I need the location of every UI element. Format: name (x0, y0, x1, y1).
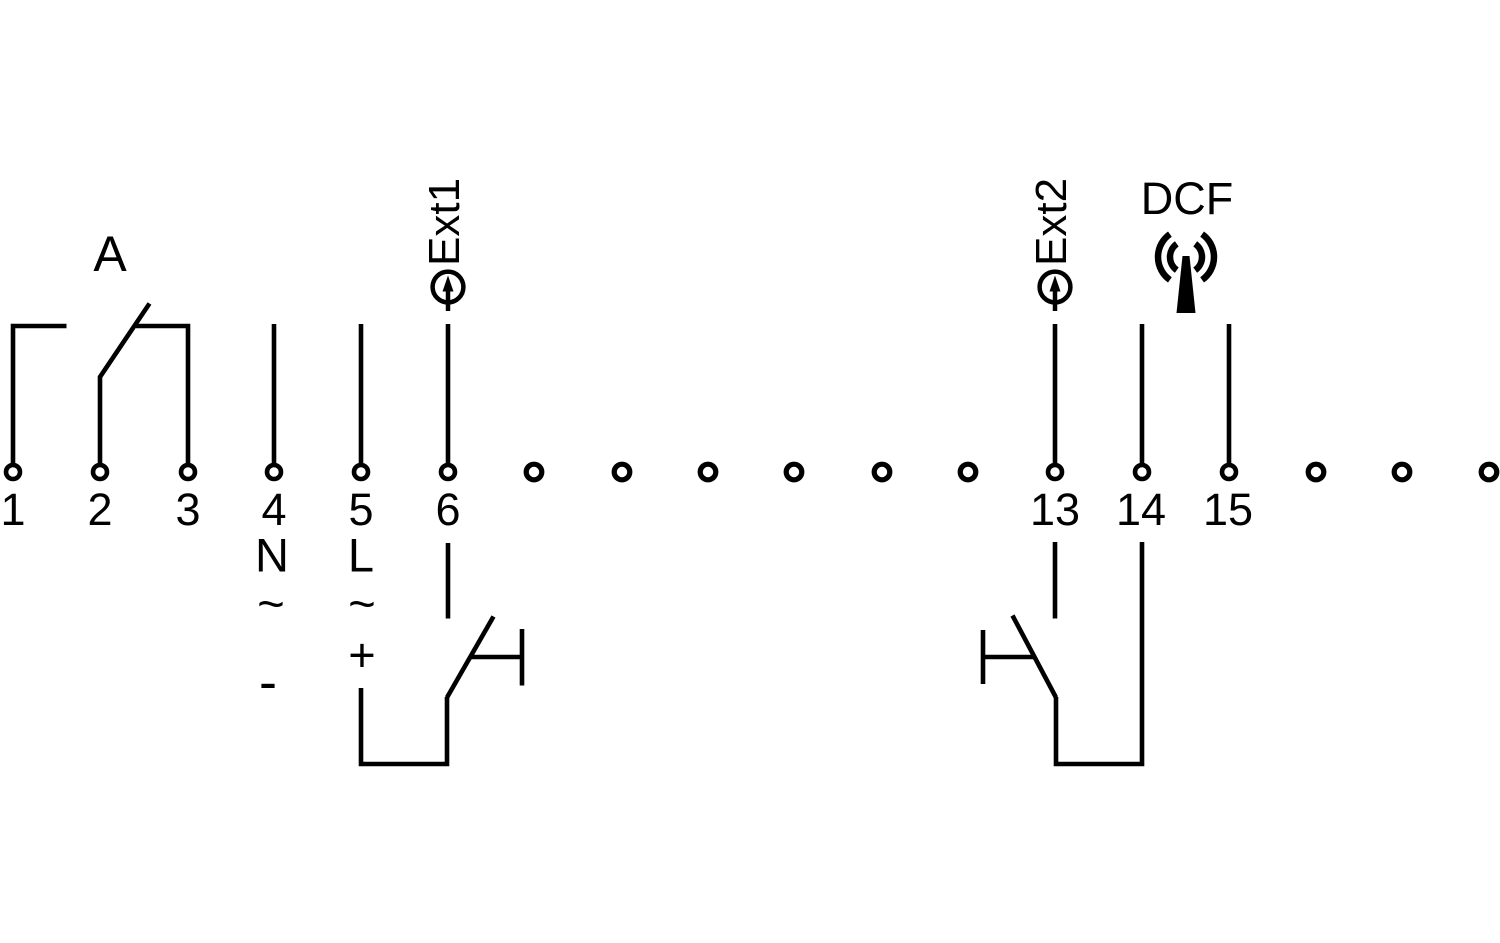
relay-a-label: A (93, 226, 127, 282)
terminal-17-circle (1391, 461, 1413, 483)
terminal-14-label: 14 (1116, 484, 1166, 535)
terminal-11-circle (871, 461, 893, 483)
ext1-label: Ext1 (420, 178, 469, 266)
terminal-6-circle (438, 462, 458, 482)
terminal-5-label: 5 (348, 484, 373, 535)
ext1-switch-arm (445, 615, 496, 699)
ext2-label: Ext2 (1027, 178, 1076, 266)
relay-contact-a (10, 302, 191, 464)
neutral-minus-symbol: - (259, 652, 277, 712)
ext2-return-wire (1053, 542, 1145, 767)
terminal-3-circle (178, 462, 198, 482)
neutral-label: N (255, 529, 289, 582)
terminal-circles (3, 461, 1500, 483)
terminal-2-label: 2 (87, 484, 112, 535)
wave-inner-right (1193, 241, 1206, 273)
terminal-8-circle (611, 461, 633, 483)
terminal-16-circle (1305, 461, 1327, 483)
terminal-4-circle (264, 462, 284, 482)
terminal-2-circle (90, 462, 110, 482)
terminal-1-wire (10, 323, 67, 464)
dcf-antenna-icon (1154, 231, 1218, 313)
terminal-15-label: 15 (1203, 484, 1253, 535)
terminal-5-circle (351, 462, 371, 482)
wave-outer-right (1200, 231, 1218, 283)
terminal-10-circle (783, 461, 805, 483)
live-plus-symbol: + (348, 628, 375, 681)
terminal-4-label: 4 (261, 484, 286, 535)
wires (10, 269, 1232, 767)
terminal-7-circle (523, 461, 545, 483)
antenna-mast (1176, 256, 1196, 313)
terminal-3-label: 3 (175, 484, 200, 535)
ext2-arrowhead (1049, 275, 1061, 292)
terminal-9-circle (697, 461, 719, 483)
terminal-12-circle (957, 461, 979, 483)
ext1-pushbutton-switch (358, 543, 525, 767)
labels: A 1 2 3 4 5 6 13 14 15 N L ~ ~ + - Ext1 … (0, 173, 1253, 712)
terminal-14-circle (1132, 462, 1152, 482)
arrowheads (442, 275, 1061, 292)
terminal-13-circle (1045, 462, 1065, 482)
ext1-arrowhead (442, 275, 454, 292)
ext2-pushbutton-switch (980, 542, 1145, 767)
terminal-1-circle (3, 462, 23, 482)
terminal-6-label: 6 (435, 484, 460, 535)
neutral-ac-symbol: ~ (257, 577, 284, 630)
wave-outer-left (1154, 231, 1172, 283)
live-label: L (348, 529, 374, 582)
antenna-waves (1154, 231, 1218, 283)
dcf-label: DCF (1141, 173, 1233, 224)
live-ac-symbol: ~ (348, 577, 375, 630)
terminal-18-circle (1478, 461, 1500, 483)
terminal-3-wire (136, 323, 191, 464)
wave-inner-left (1166, 241, 1179, 273)
terminal-1-label: 1 (0, 484, 25, 535)
ext1-return-wire (358, 688, 450, 767)
terminal-13-label: 13 (1030, 484, 1080, 535)
terminal-15-circle (1219, 462, 1239, 482)
terminal-2-wire-and-switch-arm (97, 302, 152, 464)
